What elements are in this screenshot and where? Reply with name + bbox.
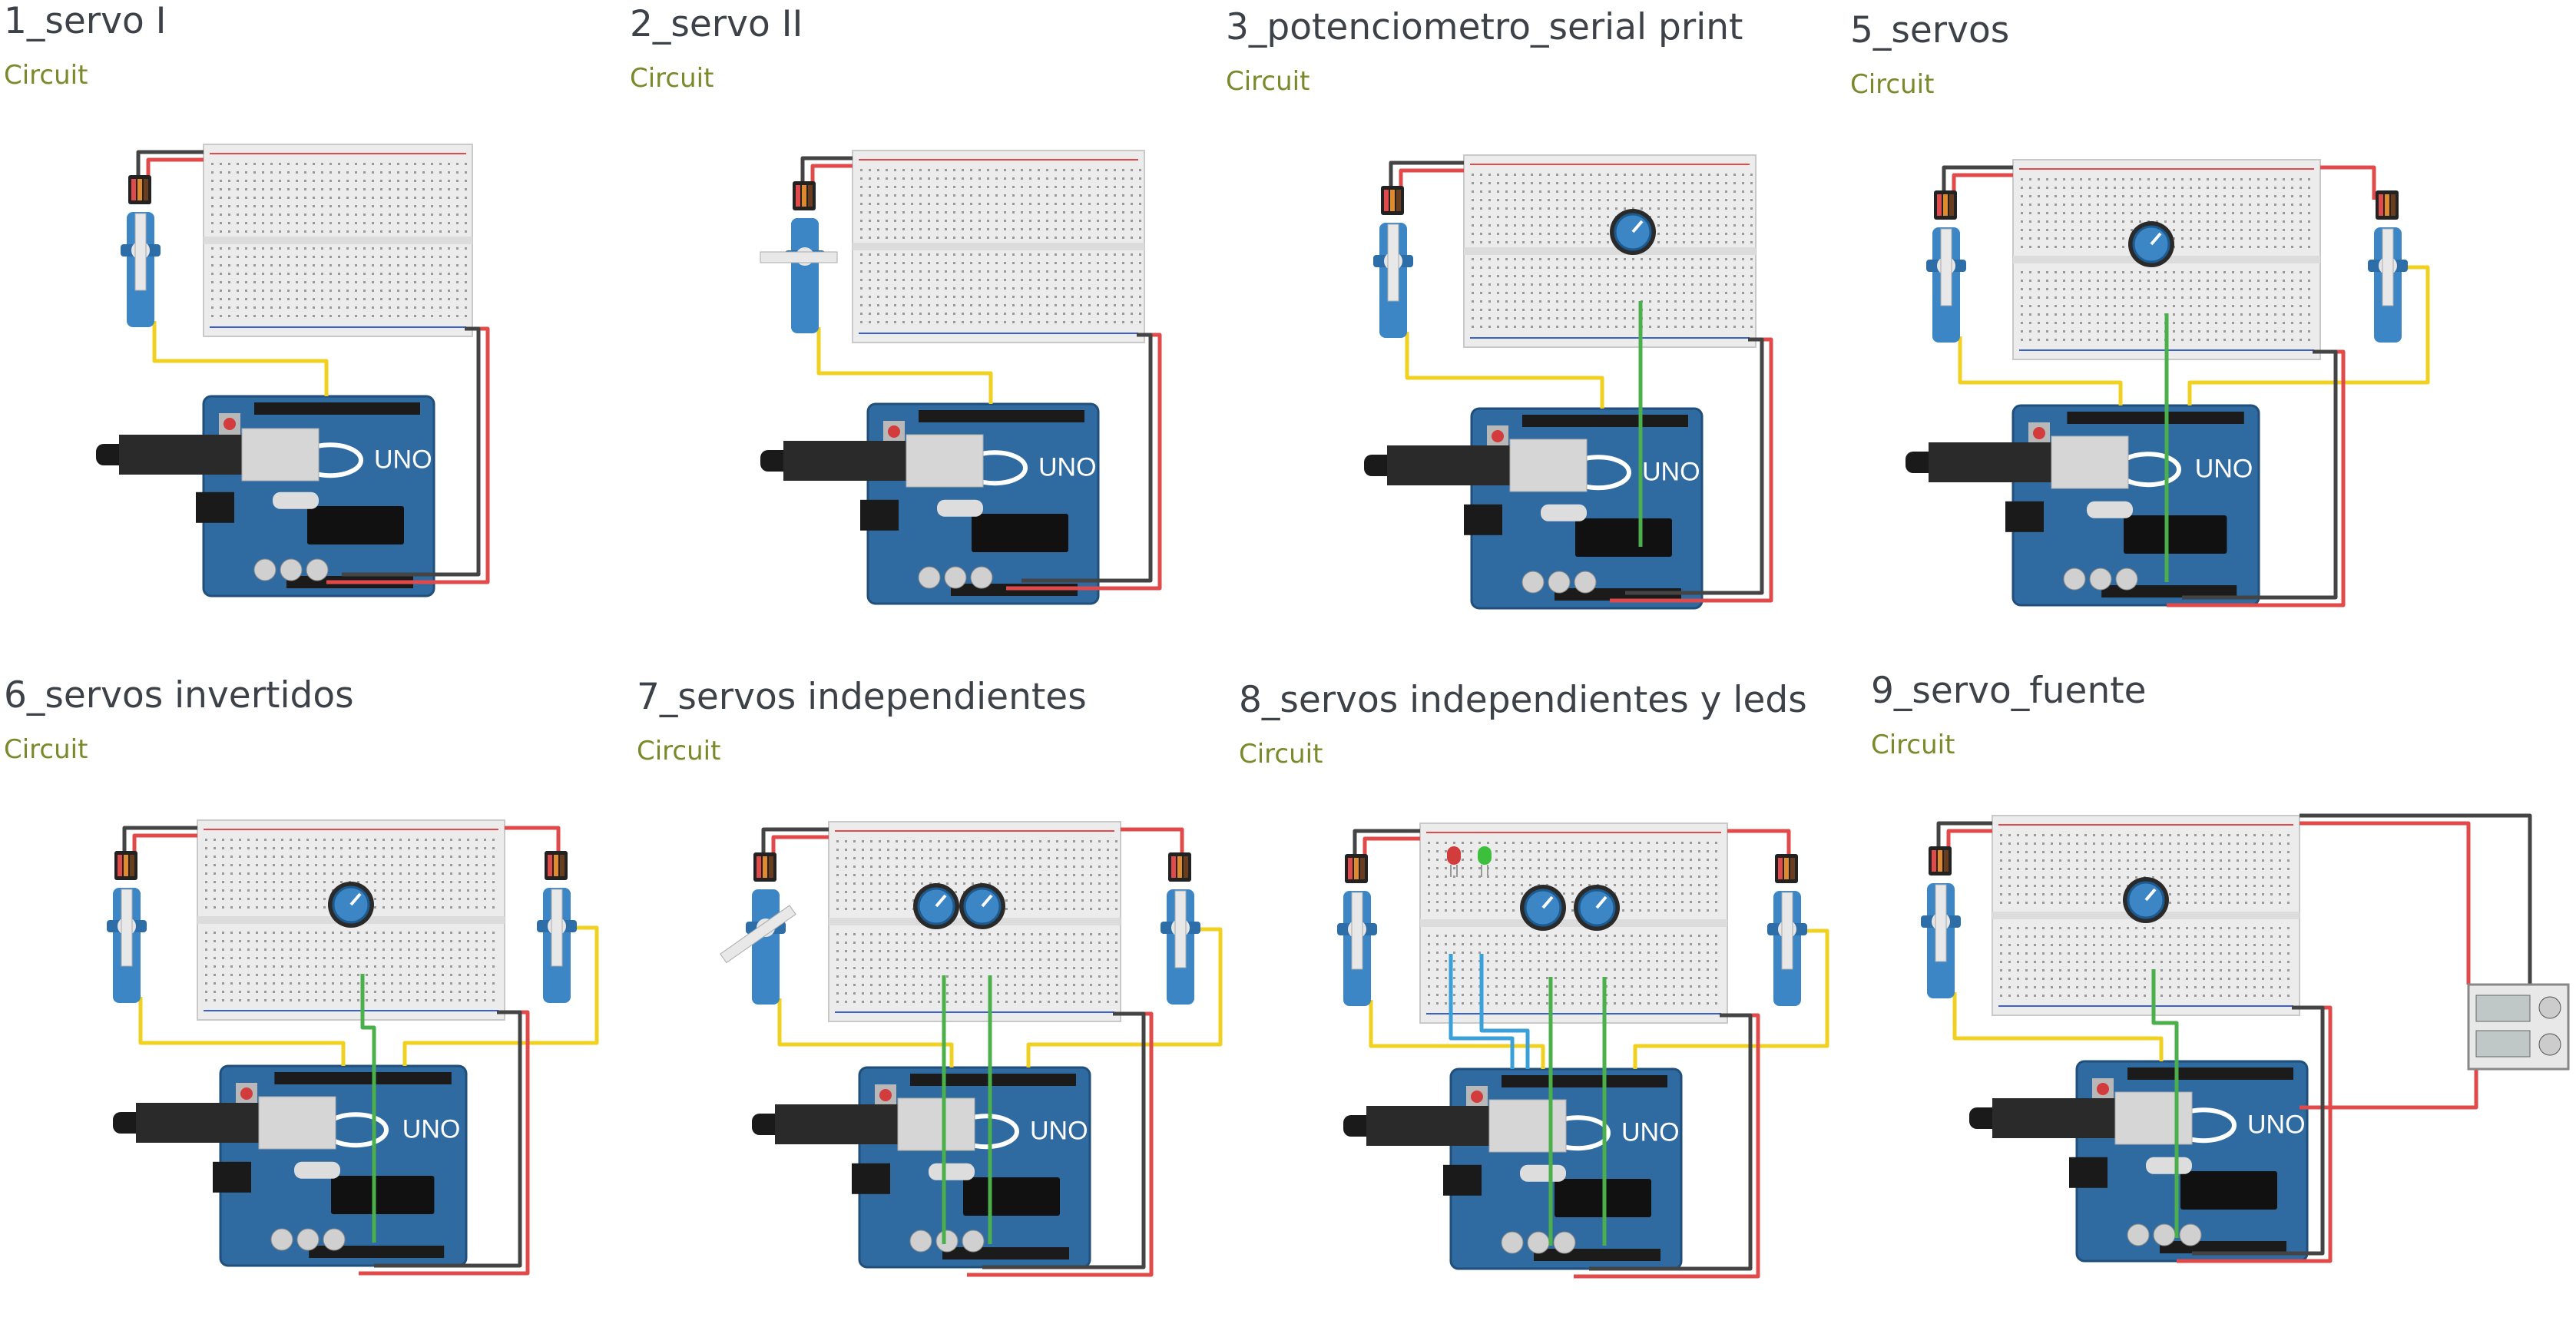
- arduino-board-icon: UNO: [1443, 1067, 1683, 1270]
- arduino-board-icon: UNO: [860, 402, 1100, 605]
- project-title[interactable]: 2_servo II: [630, 3, 803, 45]
- servo-icon: [1161, 852, 1200, 1005]
- breadboard-icon: [1419, 823, 1728, 1024]
- project-type-label: Circuit: [630, 63, 714, 94]
- project-type-label: Circuit: [1850, 69, 1935, 100]
- potentiometer-icon: [2123, 877, 2169, 923]
- project-card-5[interactable]: 6_servos invertidos Circuit UNO: [4, 674, 634, 1319]
- arduino-board-icon: UNO: [2005, 404, 2260, 607]
- servo-icon: [2368, 190, 2408, 343]
- project-card-8[interactable]: 9_servo_fuente Circuit UNO: [1871, 670, 2570, 1315]
- circuit-thumbnail[interactable]: UNO: [96, 137, 611, 613]
- power-supply-icon: [2467, 983, 2570, 1071]
- project-title[interactable]: 9_servo_fuente: [1871, 670, 2147, 712]
- potentiometer-icon: [1520, 885, 1566, 931]
- potentiometer-icon: [1610, 209, 1656, 255]
- usb-cable-icon: [96, 428, 320, 482]
- usb-cable-icon: [1969, 1091, 2193, 1145]
- project-card-1[interactable]: 1_servo I Circuit UNO: [4, 0, 611, 630]
- servo-icon: [760, 181, 838, 333]
- circuit-thumbnail[interactable]: UNO: [67, 813, 620, 1289]
- circuit-thumbnail[interactable]: UNO: [720, 814, 1243, 1290]
- usb-cable-icon: [1343, 1099, 1567, 1153]
- potentiometer-icon: [1574, 885, 1620, 931]
- project-type-label: Circuit: [1239, 739, 1323, 770]
- board-label: UNO: [1038, 453, 1097, 482]
- usb-cable-icon: [760, 434, 984, 488]
- arduino-board-icon: UNO: [1464, 407, 1704, 610]
- potentiometer-icon: [959, 883, 1005, 929]
- project-type-label: Circuit: [637, 736, 721, 766]
- servo-icon: [107, 851, 147, 1003]
- project-title[interactable]: 7_servos independientes: [637, 676, 1087, 718]
- project-title[interactable]: 8_servos independientes y leds: [1239, 679, 1807, 721]
- project-type-label: Circuit: [4, 734, 88, 765]
- usb-cable-icon: [1906, 435, 2129, 489]
- breadboard-icon: [852, 150, 1145, 343]
- servo-icon: [1921, 846, 1961, 998]
- led-icon: [1478, 846, 1492, 877]
- usb-cable-icon: [1364, 439, 1588, 492]
- servo-icon: [1767, 854, 1807, 1006]
- led-icon: [1447, 846, 1461, 877]
- board-label: UNO: [2247, 1111, 2306, 1140]
- circuit-thumbnail[interactable]: UNO: [1885, 808, 2570, 1269]
- circuit-thumbnail[interactable]: UNO: [1906, 152, 2458, 622]
- breadboard-icon: [203, 144, 473, 337]
- circuit-thumbnail[interactable]: UNO: [760, 143, 1221, 611]
- project-title[interactable]: 3_potenciometro_serial print: [1226, 6, 1743, 48]
- project-type-label: Circuit: [4, 60, 88, 91]
- board-label: UNO: [1642, 458, 1700, 487]
- board-label: UNO: [1621, 1118, 1680, 1147]
- circuit-thumbnail[interactable]: UNO: [1341, 147, 1833, 616]
- servo-icon: [121, 175, 161, 327]
- breadboard-icon: [1463, 154, 1757, 348]
- servo-icon: [537, 851, 577, 1003]
- project-title[interactable]: 6_servos invertidos: [4, 674, 354, 717]
- potentiometer-icon: [2128, 221, 2174, 267]
- project-title[interactable]: 1_servo I: [4, 0, 167, 42]
- servo-icon: [720, 852, 796, 1005]
- project-card-2[interactable]: 2_servo II Circuit UNO: [630, 3, 1229, 633]
- arduino-board-icon: UNO: [213, 1064, 468, 1267]
- arduino-board-icon: UNO: [852, 1066, 1091, 1269]
- circuit-thumbnail[interactable]: UNO: [1313, 816, 1850, 1292]
- usb-cable-icon: [752, 1097, 975, 1151]
- project-type-label: Circuit: [1871, 730, 1955, 760]
- project-card-3[interactable]: 3_potenciometro_serial print Circuit UNO: [1226, 6, 1840, 636]
- project-type-label: Circuit: [1226, 66, 1310, 97]
- servo-icon: [1373, 186, 1413, 338]
- project-title[interactable]: 5_servos: [1850, 9, 2010, 51]
- project-card-6[interactable]: 7_servos independientes Circuit UNO: [637, 676, 1251, 1321]
- project-card-4[interactable]: 5_servos Circuit UNO: [1850, 9, 2480, 639]
- servo-icon: [1337, 854, 1377, 1006]
- arduino-board-icon: UNO: [2069, 1060, 2309, 1263]
- usb-cable-icon: [113, 1096, 336, 1150]
- board-label: UNO: [1030, 1117, 1088, 1146]
- board-label: UNO: [374, 445, 432, 475]
- potentiometer-icon: [913, 883, 959, 929]
- arduino-board-icon: UNO: [196, 395, 435, 597]
- board-label: UNO: [2195, 455, 2253, 484]
- potentiometer-icon: [328, 882, 374, 928]
- project-card-7[interactable]: 8_servos independientes y leds Circuit U…: [1239, 679, 1853, 1324]
- board-label: UNO: [402, 1115, 461, 1144]
- servo-icon: [1926, 190, 1966, 343]
